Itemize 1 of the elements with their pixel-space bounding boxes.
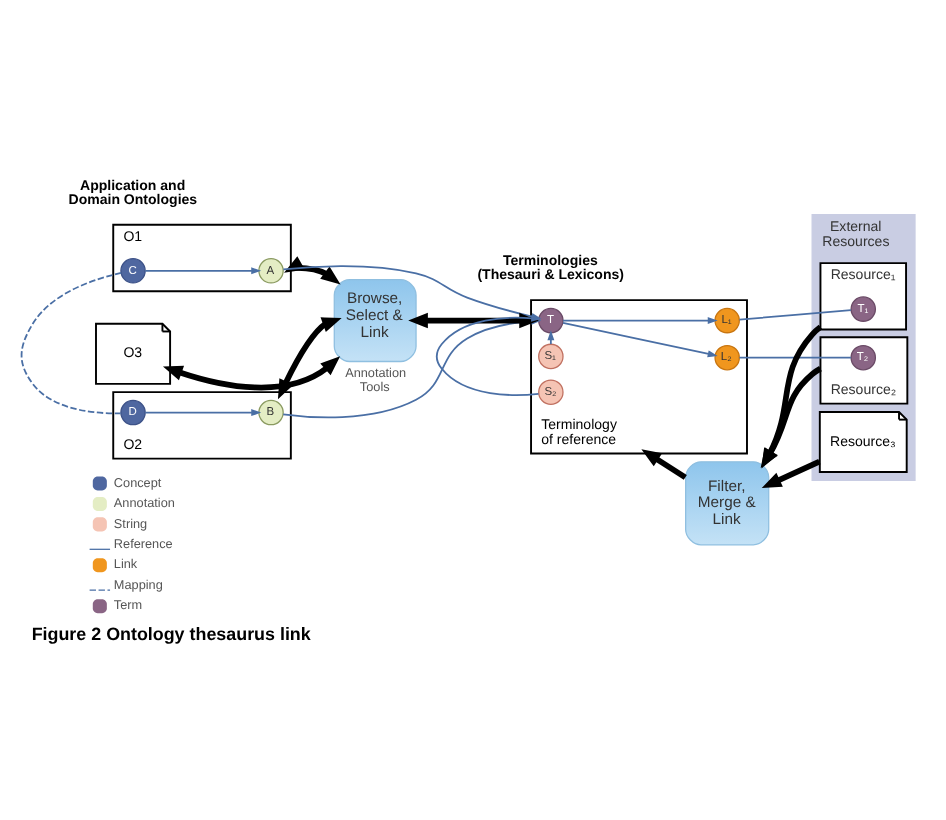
caption: Figure 2 Ontology thesaurus link [31,622,311,643]
